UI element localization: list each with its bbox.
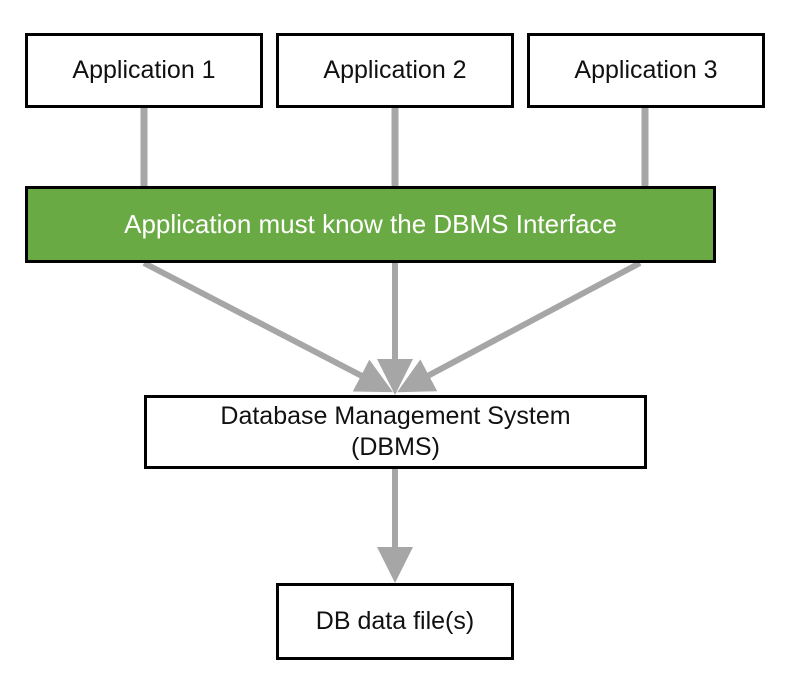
dbms-label-line1: Database Management System bbox=[220, 401, 571, 430]
arrow-interface-left-to-dbms bbox=[142, 260, 393, 393]
dbms-box: Database Management System (DBMS) bbox=[144, 395, 647, 469]
dbms-interface-box: Application must know the DBMS Interface bbox=[25, 186, 716, 263]
dbms-label-line2: (DBMS) bbox=[351, 433, 440, 461]
application-3-label: Application 3 bbox=[574, 55, 718, 84]
db-data-file-box: DB data file(s) bbox=[276, 583, 514, 660]
dbms-interface-label: Application must know the DBMS Interface bbox=[124, 209, 617, 240]
application-2-box: Application 2 bbox=[276, 33, 514, 108]
db-data-file-label: DB data file(s) bbox=[315, 606, 475, 635]
application-3-box: Application 3 bbox=[527, 33, 765, 108]
arrow-interface-right-to-dbms bbox=[397, 260, 642, 393]
application-2-label: Application 2 bbox=[323, 55, 467, 84]
application-1-box: Application 1 bbox=[25, 33, 263, 108]
application-1-label: Application 1 bbox=[72, 55, 216, 84]
